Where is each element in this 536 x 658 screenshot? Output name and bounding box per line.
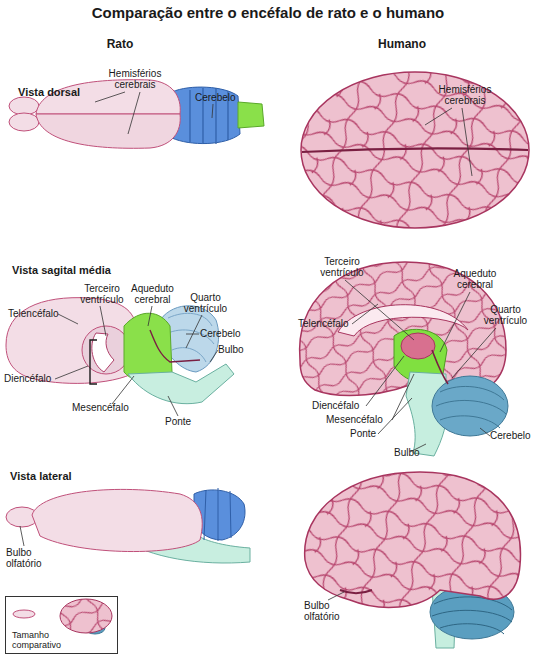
part-label: Diencéfalo (4, 373, 64, 384)
view-heading: Humano (362, 38, 442, 51)
illustration-path (92, 333, 114, 372)
part-label: Telencéfalo (298, 318, 368, 329)
view-heading: Vista dorsal (18, 86, 108, 98)
view-heading: Vista sagital média (12, 264, 152, 276)
illustration-ellipse (13, 610, 35, 618)
human-dorsal-view (301, 72, 529, 228)
illustration-path (168, 396, 178, 416)
part-label: Ponte (165, 416, 205, 427)
illustration-ellipse (401, 333, 435, 359)
part-label: Cerebelo (200, 328, 260, 339)
part-label: Bulbo (218, 344, 258, 355)
illustration-path (432, 350, 448, 384)
illustration-path (210, 350, 218, 362)
cerebellum-dorsal (172, 87, 264, 144)
olfactory-bulb (9, 97, 39, 115)
illustration-path (20, 526, 24, 546)
illustration-path (6, 298, 136, 384)
illustration-path (452, 328, 496, 378)
illustration-path (440, 292, 470, 352)
box-caption: Tamanho comparativo (12, 630, 82, 650)
illustration-path (95, 92, 140, 134)
illustration-path (352, 304, 378, 324)
part-label: Ponte (350, 428, 390, 439)
illustration-path (302, 148, 528, 152)
part-label: Bulbo olfatório (6, 547, 61, 569)
part-label: Bulbo olfatório (304, 600, 359, 622)
illustration-path (345, 280, 414, 340)
diagram-title: Comparação entre o encéfalo de rato e o … (0, 4, 536, 21)
part-label: Mesencéfalo (326, 414, 396, 425)
part-label: Aqueduto cerebral (125, 283, 180, 305)
human-lateral-view (305, 472, 521, 648)
illustration-path (32, 489, 202, 551)
part-label: Cerebelo (490, 430, 536, 441)
illustration-path (55, 366, 88, 379)
illustration-path (90, 340, 97, 384)
illustration-ellipse (432, 376, 508, 436)
illustration-path (212, 104, 213, 118)
illustration-path (186, 315, 202, 348)
size-comparison-box: Tamanho comparativo (5, 596, 118, 654)
rat-dorsal-view (9, 80, 264, 175)
part-label: Mesencéfalo (72, 402, 142, 413)
view-heading: Rato (80, 38, 160, 51)
illustration-path (186, 334, 199, 335)
illustration-path (366, 356, 404, 406)
illustration-path (425, 108, 472, 176)
illustration-ellipse (60, 599, 112, 633)
leader-lines (20, 92, 496, 600)
part-label: Cerebelo (195, 92, 255, 103)
illustration-ellipse (301, 72, 529, 228)
human-sagittal-view (300, 262, 508, 456)
illustration-path (436, 386, 506, 428)
illustration-path (112, 376, 134, 404)
illustration-path (305, 472, 521, 607)
illustration-path (480, 428, 490, 436)
illustration-path (392, 374, 414, 420)
illustration-path (328, 592, 344, 600)
illustration-path (432, 597, 512, 634)
part-label: Telencéfalo (8, 308, 78, 319)
illustration-path (238, 102, 264, 128)
part-label: Terceiro ventrículo (312, 256, 372, 278)
part-label: Hemisférios cerebrais (430, 84, 500, 106)
illustration-path (100, 306, 106, 336)
illustration-path (204, 488, 231, 541)
olfactory-bulb (9, 113, 39, 131)
part-label: Quarto ventrículo (178, 292, 233, 314)
part-label: Hemisférios cerebrais (100, 68, 170, 90)
illustration-path (58, 314, 78, 324)
illustration-path (148, 306, 152, 326)
size-inset-art (13, 599, 112, 634)
part-label: Bulbo (394, 447, 434, 458)
cerebral-hemisphere (36, 114, 180, 148)
part-label: Terceiro ventrículo (72, 283, 132, 305)
part-label: Diencéfalo (312, 400, 372, 411)
part-label: Aqueduto cerebral (445, 268, 505, 290)
rat-lateral-view (6, 488, 250, 563)
view-heading: Vista lateral (10, 470, 110, 482)
part-label: Quarto ventrículo (478, 304, 533, 326)
illustration-path (128, 364, 234, 404)
illustration-path (378, 398, 412, 434)
illustration-path (340, 590, 372, 593)
illustration-ellipse (82, 326, 130, 374)
